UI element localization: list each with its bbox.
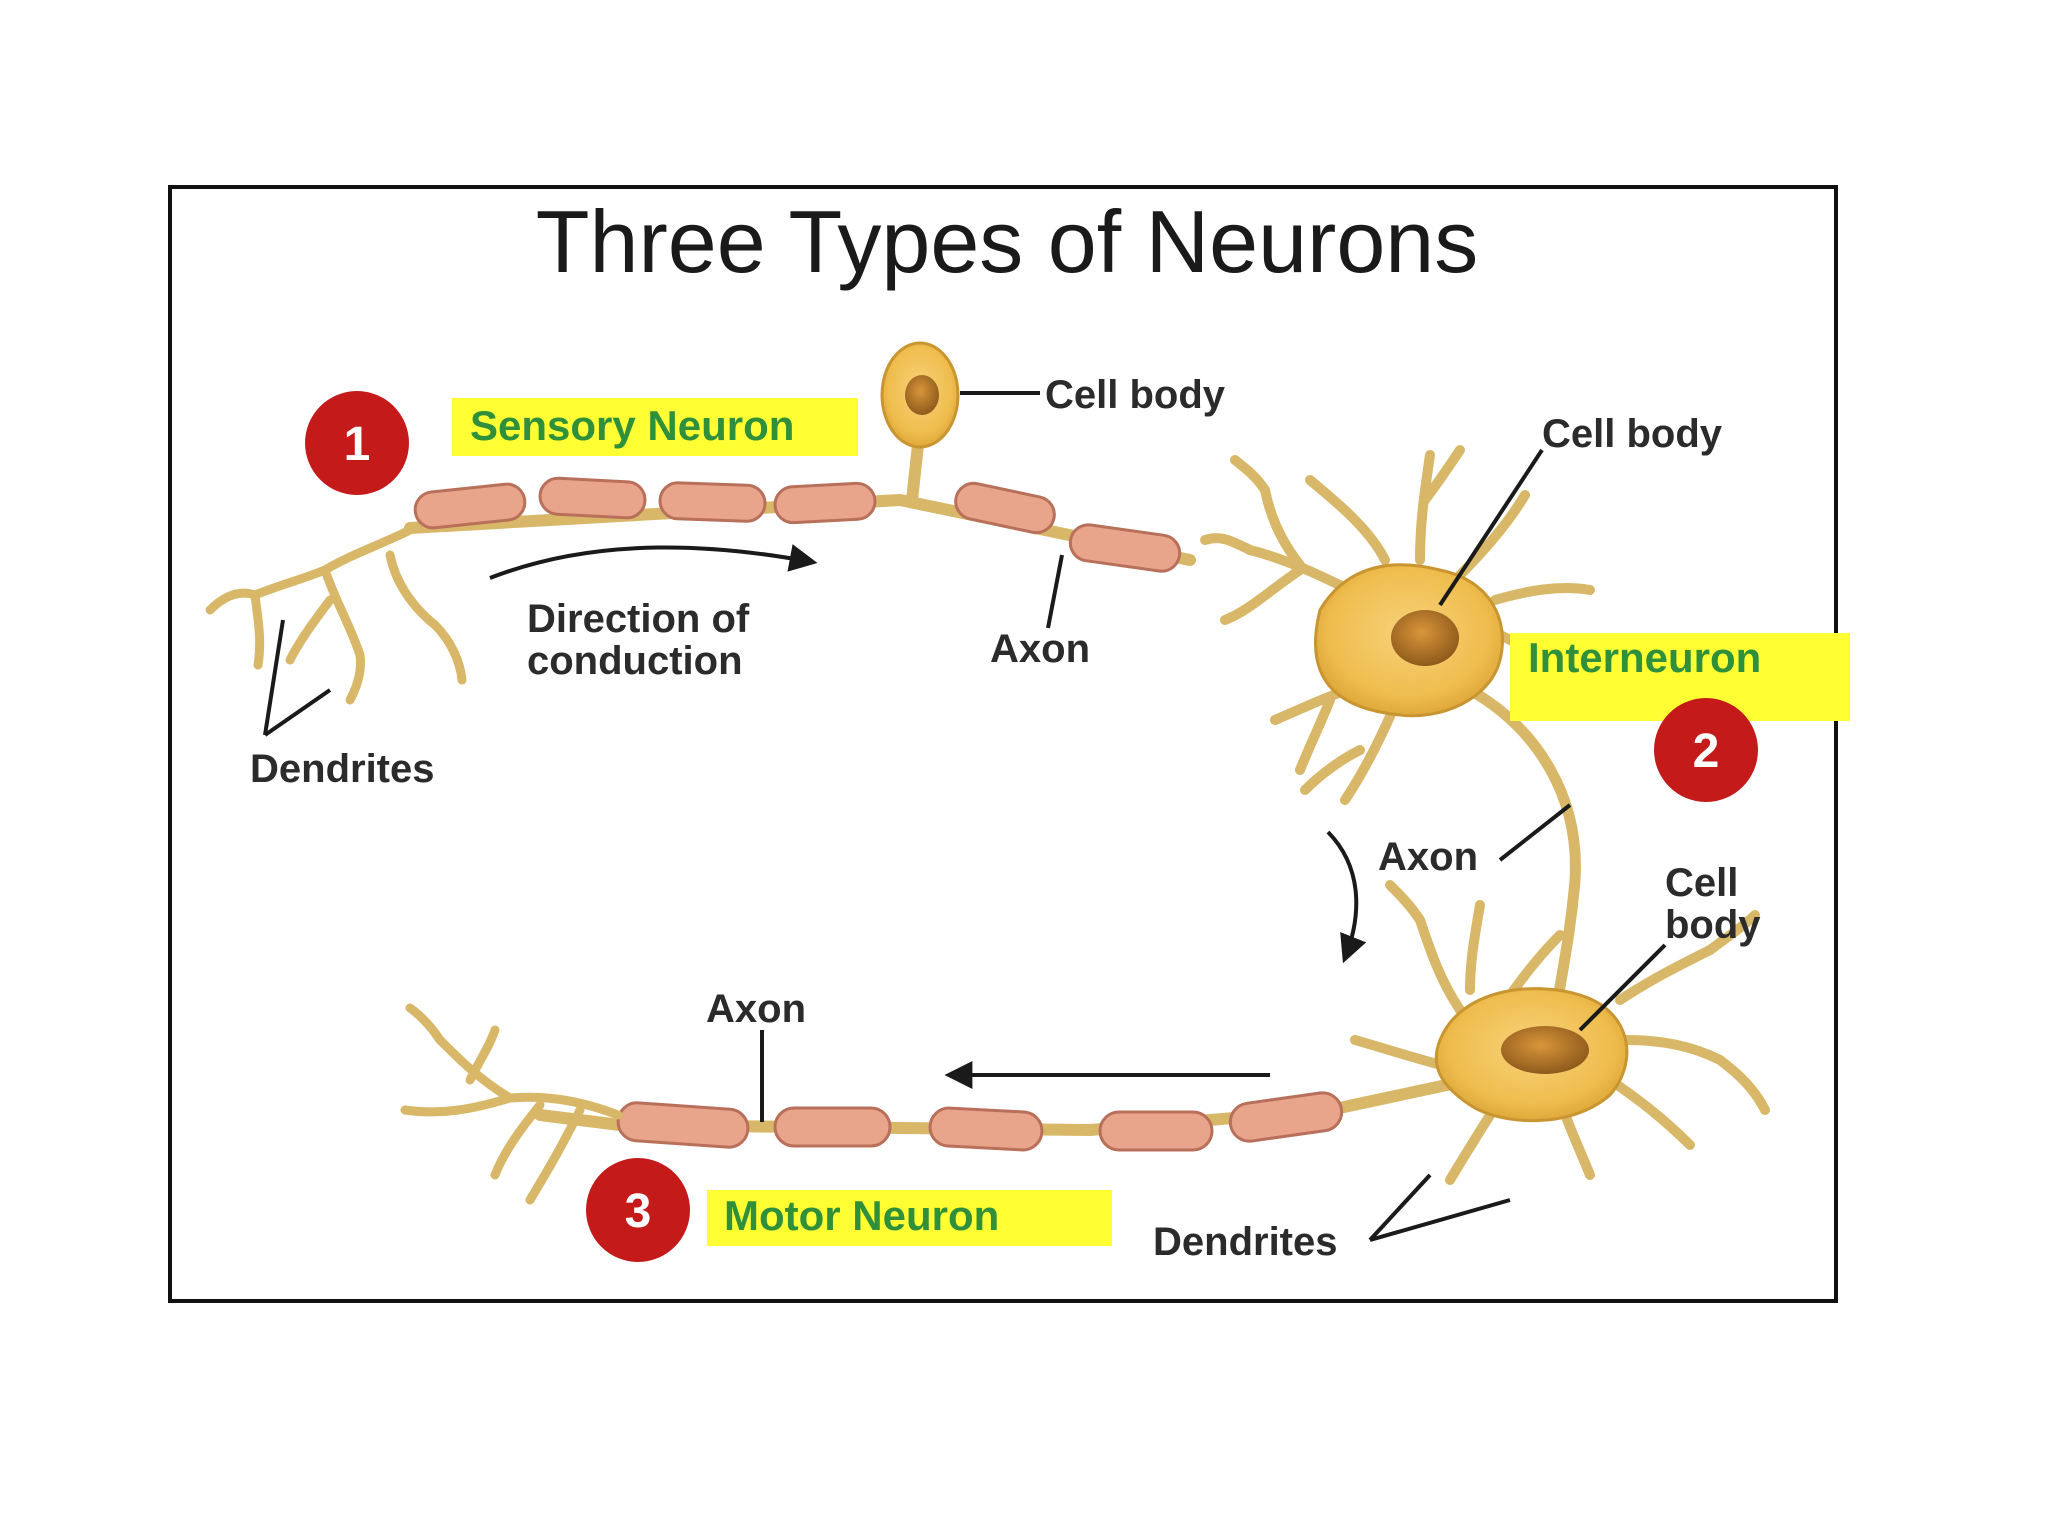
sensory-axon-label: Axon xyxy=(990,627,1090,671)
motor-highlight xyxy=(707,1190,1112,1246)
sensory-axon-leader xyxy=(1046,554,1064,629)
badge-3-number: 3 xyxy=(625,1185,652,1238)
motor-neuron-label: Motor Neuron xyxy=(724,1192,999,1239)
badge-1 xyxy=(305,391,409,495)
motor-cell-body-label-line1: Cell xyxy=(1665,861,1738,905)
inter-axon-label: Axon xyxy=(1378,835,1478,879)
sensory-neuron xyxy=(205,341,1196,705)
badge-2-number: 2 xyxy=(1693,725,1720,778)
interneuron xyxy=(1200,445,1595,1026)
sensory-myelin xyxy=(413,476,1182,573)
interneuron-nucleus xyxy=(1391,610,1459,666)
badge-2 xyxy=(1654,698,1758,802)
motor-neuron xyxy=(400,880,1770,1205)
motor-cell-body-label-line2: body xyxy=(1665,903,1761,947)
motor-cell-body-leader xyxy=(1578,943,1667,1032)
inter-cell-body-leader xyxy=(1438,448,1544,607)
sensory-stalk xyxy=(906,439,924,506)
inter-axon-leader xyxy=(1498,803,1572,862)
dendrite-leader-b xyxy=(263,688,332,737)
direction-label-line1: Direction of xyxy=(527,597,750,641)
dendrite-leader-a xyxy=(263,619,285,736)
motor-axon-label: Axon xyxy=(706,987,806,1031)
motor-dendrites-shape xyxy=(1350,880,1770,1185)
motor-myelin xyxy=(616,1091,1344,1152)
inter-cell-body-label: Cell body xyxy=(1542,412,1723,456)
diagram-title: Three Types of Neurons xyxy=(536,192,1478,291)
interneuron-axon-shape xyxy=(1464,684,1581,1026)
motor-terminal-branches xyxy=(400,1003,623,1205)
motor-dendrite-leader-a xyxy=(1368,1173,1432,1242)
motor-nucleus xyxy=(1501,1026,1589,1074)
direction-arrow xyxy=(489,544,818,580)
sensory-nucleus xyxy=(905,375,939,415)
sensory-cell-body-label: Cell body xyxy=(1045,373,1226,417)
motor-axon-core xyxy=(534,1074,1476,1136)
sensory-dendrites-label: Dendrites xyxy=(250,747,435,791)
sensory-highlight xyxy=(452,398,858,456)
badge-1-number: 1 xyxy=(344,418,371,471)
sensory-neuron-label: Sensory Neuron xyxy=(470,402,794,449)
badge-3 xyxy=(586,1158,690,1262)
inter-direction-arrow xyxy=(1326,830,1367,964)
direction-label-line2: conduction xyxy=(527,639,743,683)
interneuron-label: Interneuron xyxy=(1528,634,1761,681)
sensory-dendrites-shape xyxy=(205,525,467,705)
motor-dendrite-leader-b xyxy=(1369,1198,1511,1242)
motor-dendrites-label: Dendrites xyxy=(1153,1220,1338,1264)
